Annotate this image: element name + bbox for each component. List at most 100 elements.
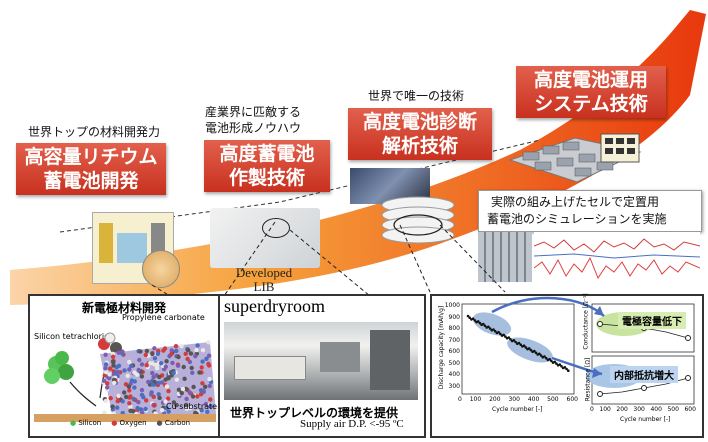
capacity-point	[507, 336, 511, 339]
particle-dot	[128, 394, 133, 399]
capacity-point	[482, 322, 485, 326]
capacity-point	[473, 319, 477, 322]
particle-dot	[143, 406, 148, 412]
particle-dot	[206, 361, 211, 367]
particle-dot	[110, 354, 116, 359]
particle-dot	[135, 372, 140, 377]
capacity-point	[539, 354, 543, 357]
particle-dot	[159, 361, 164, 366]
particle-dot	[200, 348, 206, 353]
particle-dot	[161, 348, 166, 353]
particle-dot	[136, 400, 141, 405]
dryroom-note: Supply air D.P. <-95 ºC	[300, 418, 404, 430]
particle-dot	[127, 388, 132, 393]
left-yticks: 1000 900 800 700 600 500 400 300	[440, 300, 460, 392]
particle-dot	[116, 370, 121, 375]
simulation-caption-line1: 実際の組み上げたセルで定置用	[491, 195, 660, 209]
particle-dot	[191, 384, 196, 390]
particle-dot	[184, 396, 189, 402]
cu-substrate-label: Cu substrate	[166, 402, 218, 411]
legend-carbon-dot-icon: ●	[156, 419, 163, 427]
particle-dot	[139, 362, 145, 367]
stage3-line1: 高度電池診断	[362, 111, 477, 133]
particle-dot	[107, 372, 112, 377]
particle-dot	[128, 408, 133, 413]
particle-dot	[127, 401, 132, 406]
silicon-tetrachloride-label: Silicon tetrachloride	[34, 332, 115, 341]
capacity-point	[487, 325, 490, 329]
rxtick-0: 0	[590, 406, 594, 413]
particle-dot	[128, 404, 133, 409]
particle-dot	[208, 404, 213, 409]
particle-dot	[171, 370, 176, 376]
capacity-point	[538, 352, 541, 356]
developed-lib-label: Developed LIB	[234, 266, 294, 294]
capacity-point	[544, 356, 548, 360]
particle-dot	[166, 409, 171, 414]
capacity-point	[527, 347, 531, 350]
particle-dot	[129, 378, 135, 383]
particle-dot	[193, 354, 198, 359]
capacity-point	[550, 359, 553, 363]
magnified-particle	[142, 250, 180, 288]
ytick-600: 600	[448, 348, 460, 355]
particle-dot	[111, 363, 116, 368]
capacity-point	[553, 360, 556, 364]
particle-dot	[157, 374, 162, 380]
particle-dot	[139, 387, 145, 393]
particle-dot	[207, 383, 212, 389]
particle-dot	[116, 393, 121, 399]
capacity-point	[478, 321, 482, 325]
ytick-400: 400	[448, 371, 460, 378]
rxtick-200: 200	[616, 406, 628, 413]
xtick-300: 300	[508, 396, 520, 403]
particle-dot	[152, 362, 158, 367]
layered-cell-illustration	[381, 196, 455, 244]
material-panel-title: 新電極材料開発	[81, 301, 166, 315]
ytick-800: 800	[448, 325, 460, 332]
legend-silicon: ● Silicon	[70, 419, 102, 427]
particle-dot	[105, 385, 110, 390]
particle-dot	[164, 406, 169, 411]
particle-dot	[166, 388, 171, 394]
particle-dot	[143, 352, 148, 358]
particle-dot	[101, 378, 107, 383]
ytick-300: 300	[448, 382, 460, 390]
particle-dot	[198, 388, 204, 393]
particle-dot	[166, 376, 171, 381]
simulation-waveform	[534, 232, 700, 284]
particle-dot	[103, 362, 109, 367]
particle-dot	[171, 400, 177, 405]
capacity-point	[497, 330, 500, 334]
left-xlabel: Cycle number [-]	[492, 406, 543, 413]
capacity-point	[471, 317, 475, 320]
stage3-caption: 世界で唯一の技術	[368, 89, 465, 103]
particle-dot	[164, 384, 170, 389]
stage1-line2: 蓄電池開発	[43, 170, 139, 192]
particle-dot	[207, 376, 212, 382]
stage4-line1: 高度電池運用	[533, 69, 648, 91]
particle-dot	[110, 404, 115, 409]
dryroom-photo	[224, 322, 418, 400]
particle-dot	[149, 392, 154, 397]
particle-dot	[125, 373, 130, 378]
particle-dot	[150, 382, 155, 387]
particle-dot	[122, 368, 127, 373]
particle-dot	[187, 359, 193, 365]
particle-dot	[156, 380, 161, 386]
particle-dot	[157, 395, 162, 401]
simulation-caption-line2: 蓄電池のシミュレーションを実施	[487, 212, 667, 226]
stage3-line2: 解析技術	[381, 135, 458, 157]
particle-dot	[181, 364, 186, 370]
stage1-caption: 世界トップの材料開発力	[28, 125, 161, 139]
particle-dot	[115, 399, 121, 404]
particle-dot	[182, 376, 187, 381]
particle-dot	[208, 397, 213, 402]
dryroom-title: superdryroom	[224, 296, 325, 316]
particle-dot	[150, 370, 155, 376]
particle-dot	[154, 366, 160, 371]
particle-dot	[139, 392, 145, 398]
